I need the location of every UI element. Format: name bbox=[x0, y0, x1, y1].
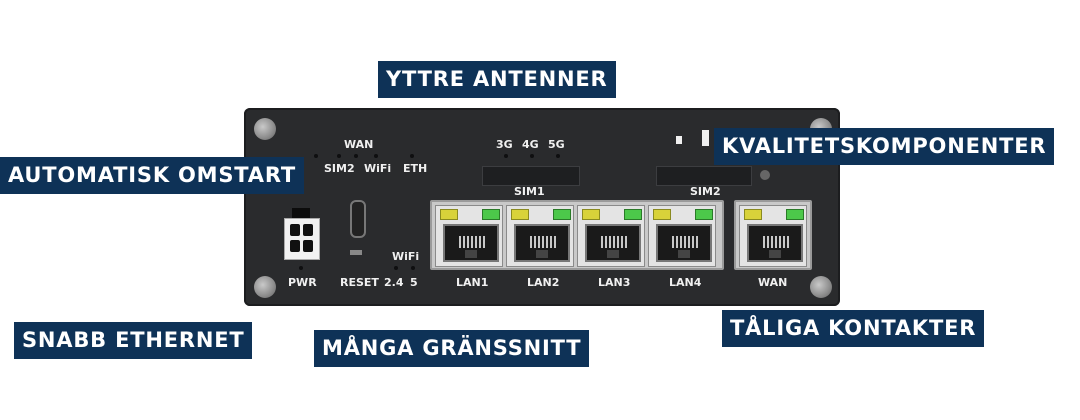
screw-top-left bbox=[254, 118, 276, 140]
screw-bottom-left bbox=[254, 276, 276, 298]
lan1-label: LAN1 bbox=[456, 276, 489, 289]
wifi-24-label: 2.4 bbox=[384, 276, 404, 289]
callout-many-interfaces: MÅNGA GRÄNSSNITT bbox=[314, 330, 590, 367]
wan-port[interactable] bbox=[739, 205, 807, 267]
net-label-4g: 4G bbox=[522, 138, 539, 151]
eth-led bbox=[410, 154, 414, 158]
callout-auto-restart: AUTOMATISK OMSTART bbox=[0, 157, 304, 194]
status-light bbox=[760, 170, 770, 180]
sim2-label: SIM2 bbox=[690, 185, 721, 198]
led-label-eth: ETH bbox=[403, 162, 428, 175]
lan3-port[interactable] bbox=[577, 205, 645, 267]
sim1-led bbox=[314, 154, 318, 158]
lan3-label: LAN3 bbox=[598, 276, 631, 289]
5g-led bbox=[556, 154, 560, 158]
screw-bottom-right bbox=[810, 276, 832, 298]
sim2-indicator-small bbox=[676, 136, 682, 144]
lan4-port[interactable] bbox=[648, 205, 716, 267]
wifi-5-label: 5 bbox=[410, 276, 418, 289]
lan2-label: LAN2 bbox=[527, 276, 560, 289]
reset-label: RESET bbox=[340, 276, 379, 289]
3g-led bbox=[504, 154, 508, 158]
callout-durable-connectors: TÅLIGA KONTAKTER bbox=[722, 310, 985, 347]
sim1-tray[interactable] bbox=[482, 166, 580, 186]
sim2-tray[interactable] bbox=[656, 166, 752, 186]
power-connector[interactable] bbox=[284, 208, 320, 260]
callout-quality-components: KVALITETSKOMPONENTER bbox=[714, 128, 1055, 165]
lan1-port[interactable] bbox=[435, 205, 503, 267]
reset-pinhole bbox=[350, 250, 362, 255]
led-label-wan: WAN bbox=[344, 138, 374, 151]
callout-fast-ethernet: SNABB ETHERNET bbox=[14, 322, 253, 359]
wifi-24-led bbox=[394, 266, 398, 270]
pwr-led bbox=[299, 266, 303, 270]
sim2-indicator-large bbox=[702, 130, 709, 146]
wan-port-block bbox=[734, 200, 812, 270]
callout-external-antennas: YTTRE ANTENNER bbox=[378, 61, 616, 98]
led-label-sim2: SIM2 bbox=[324, 162, 355, 175]
4g-led bbox=[530, 154, 534, 158]
net-label-3g: 3G bbox=[496, 138, 513, 151]
wan-led bbox=[354, 154, 358, 158]
reset-button[interactable] bbox=[350, 200, 366, 238]
sim2-led bbox=[337, 154, 341, 158]
net-label-5g-text: 5G bbox=[548, 138, 565, 151]
led-label-wifi: WiFi bbox=[364, 162, 392, 175]
pwr-label: PWR bbox=[288, 276, 317, 289]
lan-port-block bbox=[430, 200, 724, 270]
wan-label: WAN bbox=[758, 276, 788, 289]
wifi-band-title: WiFi bbox=[392, 250, 420, 263]
lan4-label: LAN4 bbox=[669, 276, 702, 289]
wifi-led bbox=[374, 154, 378, 158]
sim1-label: SIM1 bbox=[514, 185, 545, 198]
lan2-port[interactable] bbox=[506, 205, 574, 267]
wifi-5-led bbox=[411, 266, 415, 270]
